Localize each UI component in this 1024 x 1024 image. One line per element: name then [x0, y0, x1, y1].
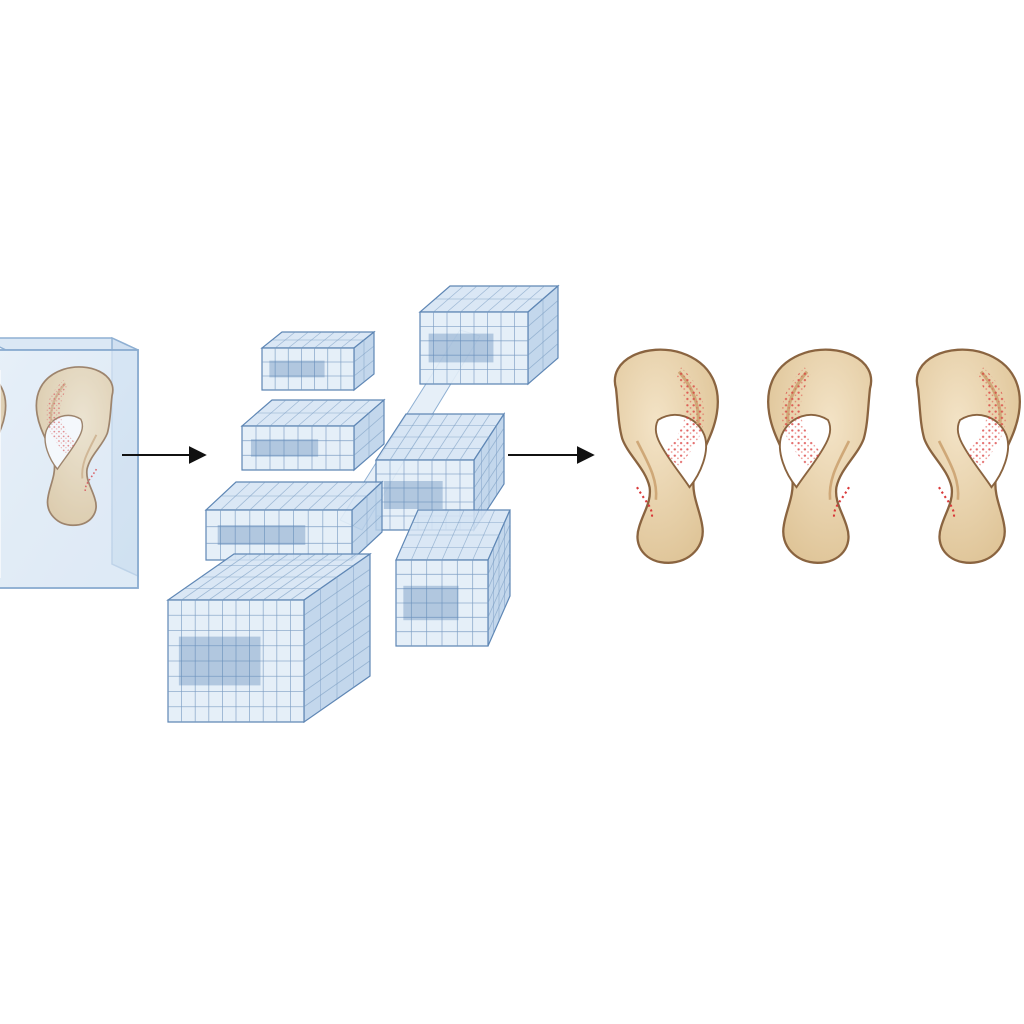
input-volume-stage — [0, 336, 139, 589]
voxel-block-middle — [204, 480, 384, 562]
output-pelvis-left — [613, 348, 720, 565]
network-stage — [166, 284, 560, 724]
output-pelvis-third — [915, 348, 1022, 565]
voxel-block-lower-right — [395, 509, 511, 647]
voxel-block-top-left — [260, 330, 376, 392]
voxel-block-large — [166, 552, 372, 724]
output-pelvis-right — [766, 348, 873, 565]
voxel-block-top-right — [418, 284, 560, 386]
voxel-block-upper — [240, 398, 386, 472]
output-stage — [613, 348, 1022, 565]
